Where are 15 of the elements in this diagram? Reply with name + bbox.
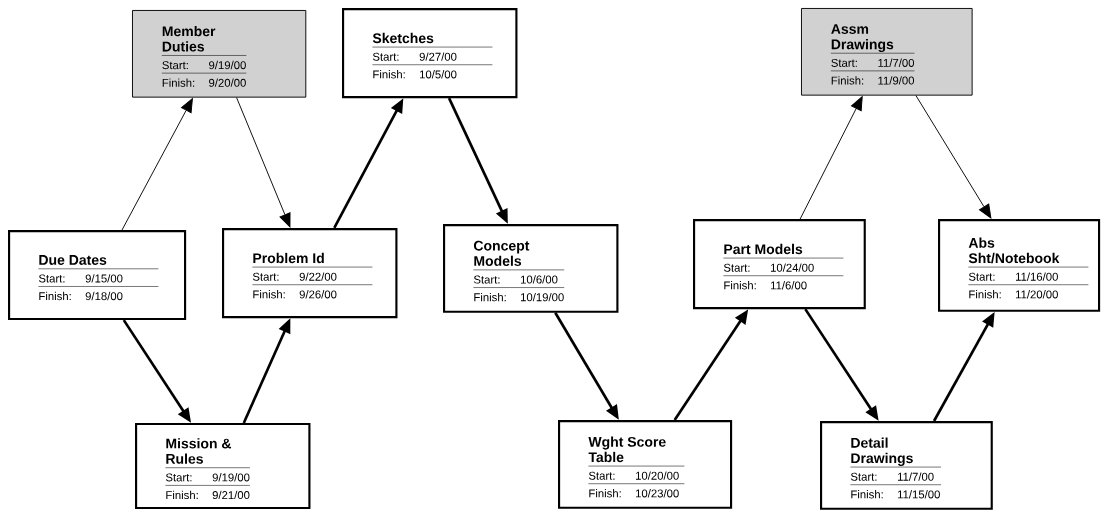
- task-box: Mission & Rules Start: 9/19/00 Finish: 9/21/00: [135, 423, 311, 510]
- task-box: Sketches Start: 9/27/00 Finish: 10/5/00: [342, 8, 518, 99]
- arrow: [915, 95, 992, 219]
- task-box: Concept Models Start: 10/6/00 Finish: 10/19/00: [443, 224, 619, 313]
- task-box: Part Models Start: 10/24/00 Finish: 11/6/00: [693, 219, 866, 310]
- task-box: Due Dates Start: 9/15/00 Finish: 9/18/00: [8, 230, 187, 321]
- arrow: [236, 97, 291, 228]
- task-box: Abs Sht/Notebook Start: 11/16/00 Finish: 11/20/00: [938, 219, 1101, 312]
- task-box: Assm Drawings Start: 11/7/00 Finish: 11/9/00: [801, 8, 973, 96]
- arrow: [121, 98, 193, 231]
- task-box: Wght Score Table Start: 10/20/00 Finish: 10/23/00: [558, 420, 733, 509]
- task-box: Detail Drawings Start: 11/7/00 Finish: 11/15/00: [820, 421, 993, 510]
- arrow: [799, 96, 863, 220]
- task-box: Member Duties Start: 9/19/00 Finish: 9/20/00: [132, 10, 307, 98]
- task-box: Problem Id Start: 9/22/00 Finish: 9/26/00: [222, 228, 398, 319]
